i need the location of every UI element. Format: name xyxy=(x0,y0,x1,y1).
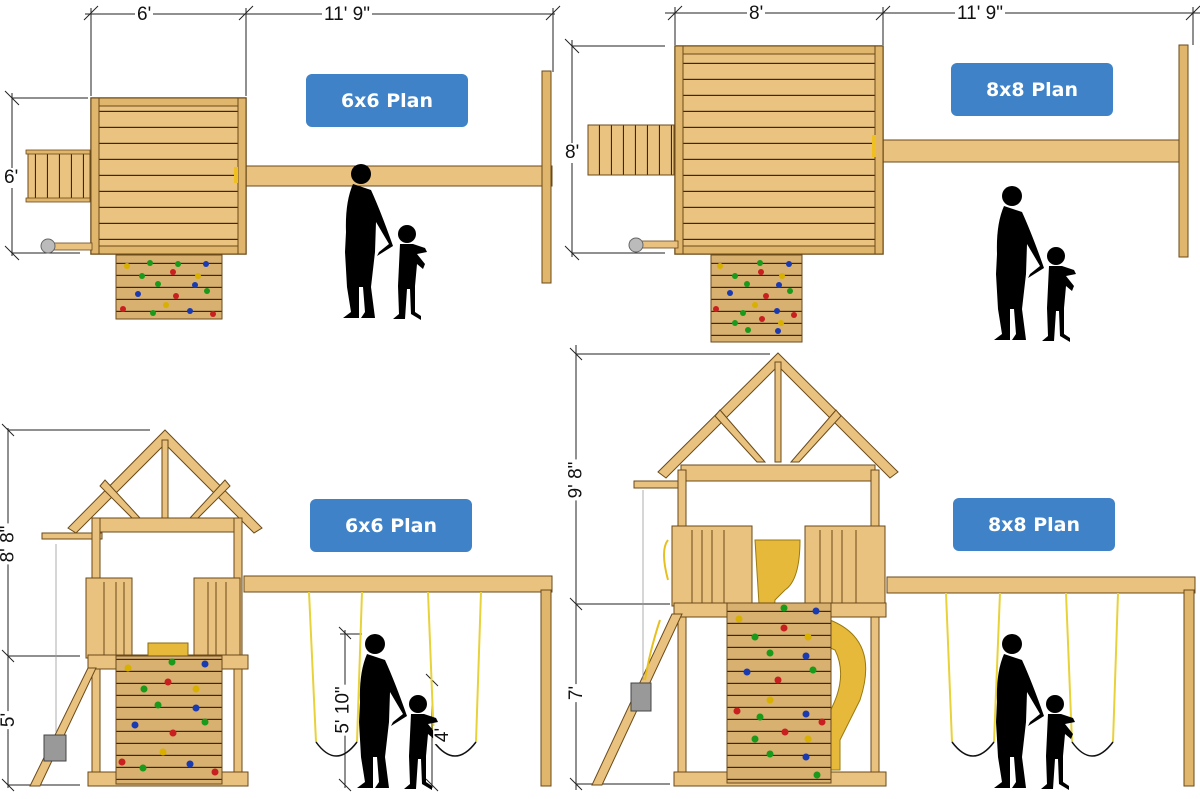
dim-fort-depth-6x6: 6' xyxy=(2,167,21,188)
dim-swing-beam-6x6: 11' 9" xyxy=(322,4,372,25)
child-silhouette xyxy=(393,225,427,320)
plan-badge-6x6-top: 6x6 Plan xyxy=(306,74,468,127)
dim-child-height: 4' xyxy=(432,725,454,745)
top-left-plan-view xyxy=(4,5,561,320)
dim-adult-height: 5' 10" xyxy=(332,684,354,736)
plan-badge-8x8-side: 8x8 Plan xyxy=(953,498,1115,551)
dim-fort-width-8x8: 8' xyxy=(747,3,766,24)
bottom-left-side-view xyxy=(1,423,553,792)
dim-total-height-6x6: 8' 8" xyxy=(0,523,19,565)
top-right-plan-view xyxy=(564,5,1200,343)
plan-badge-8x8-top: 8x8 Plan xyxy=(951,63,1113,116)
dim-deck-height-8x8: 7' xyxy=(566,683,588,703)
bottom-right-side-view xyxy=(569,345,1196,791)
dim-deck-height-6x6: 5' xyxy=(0,710,20,730)
dim-total-height-8x8: 9' 8" xyxy=(565,459,587,501)
plan-badge-6x6-side: 6x6 Plan xyxy=(310,499,472,552)
dim-swing-beam-8x8: 11' 9" xyxy=(955,3,1005,24)
adult-silhouette xyxy=(343,164,393,318)
dim-fort-depth-8x8: 8' xyxy=(563,142,582,163)
dim-fort-width-6x6: 6' xyxy=(135,4,154,25)
